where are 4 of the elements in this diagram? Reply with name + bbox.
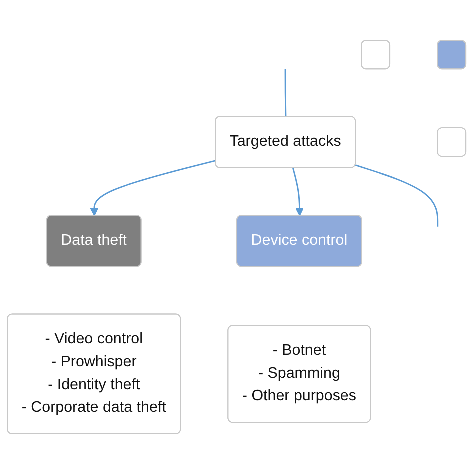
connector	[356, 164, 439, 227]
connector	[284, 68, 287, 117]
arrow	[90, 160, 216, 216]
arrow	[292, 168, 304, 216]
